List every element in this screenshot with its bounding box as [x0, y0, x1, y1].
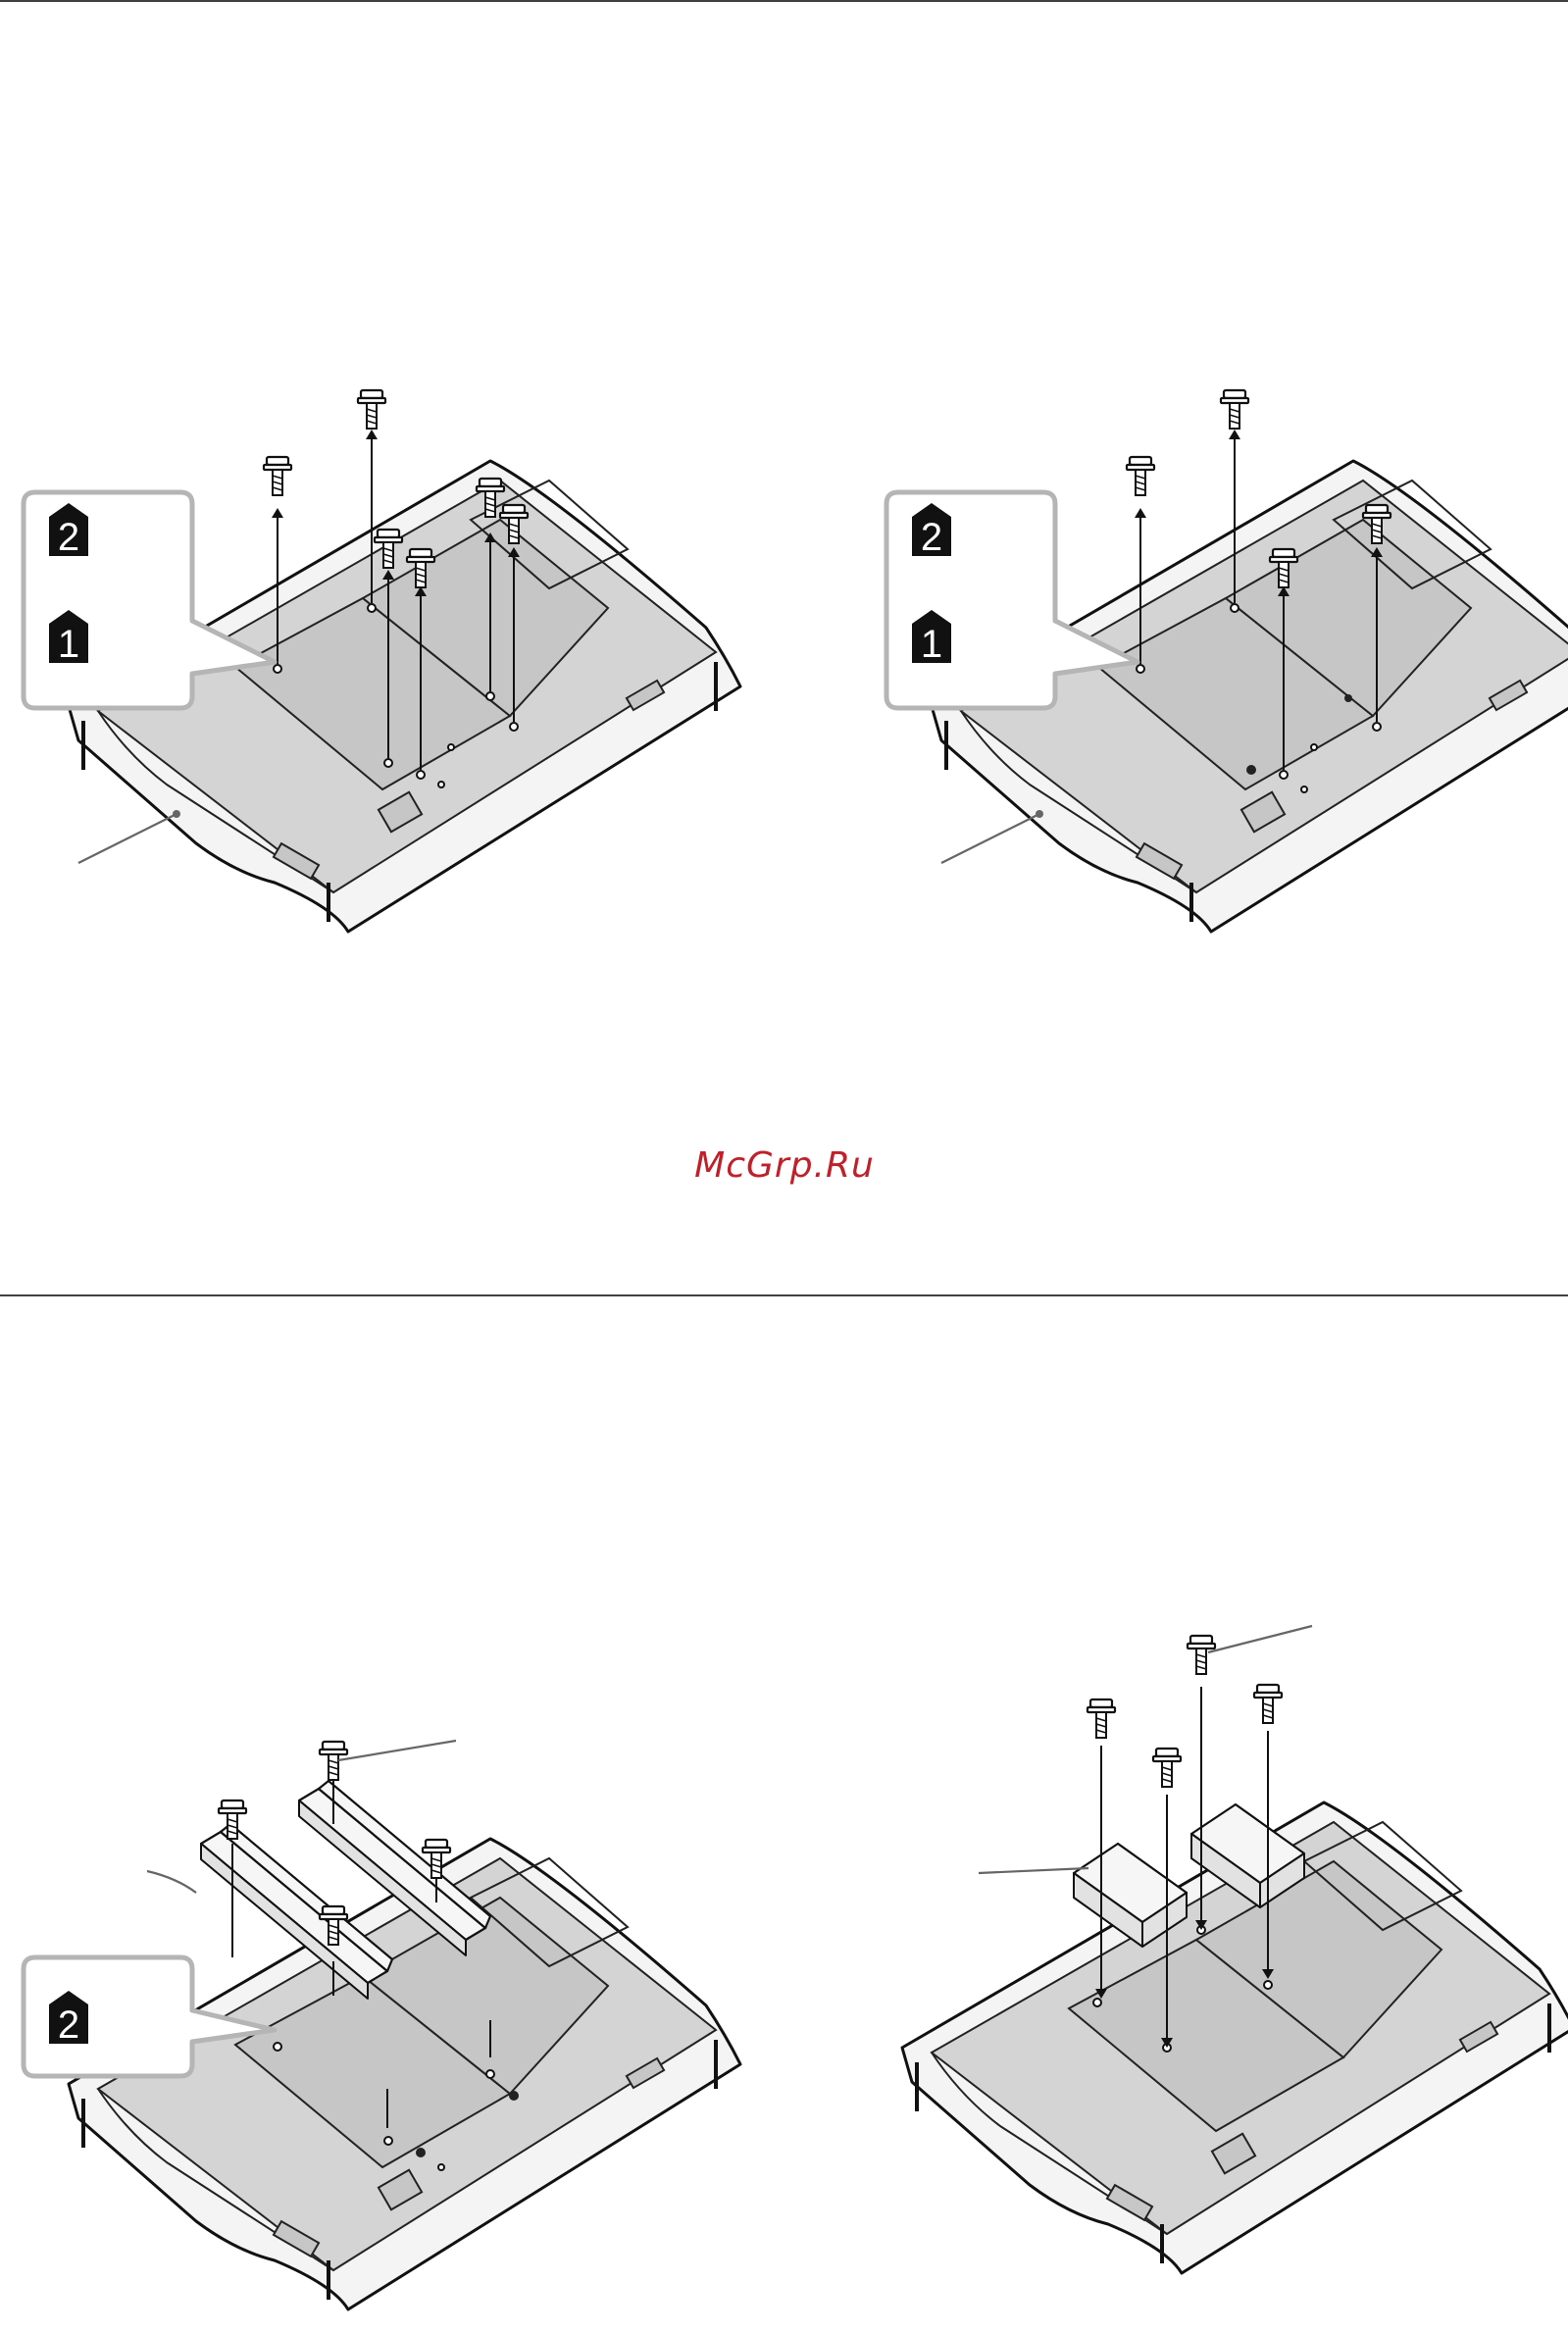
screw-icon	[264, 457, 291, 495]
screw-icon	[1087, 1699, 1115, 1738]
screw-icon	[1188, 1636, 1215, 1674]
screw-icon	[1153, 1749, 1181, 1787]
step-badge-label: 2	[58, 2003, 79, 2047]
step-badge-label: 1	[921, 623, 942, 666]
step-badge-label: 2	[58, 516, 79, 559]
step-badge-label: 1	[58, 623, 79, 666]
screw-icon	[320, 1742, 347, 1780]
screw-icon	[1221, 390, 1248, 429]
screw-icon	[1254, 1685, 1282, 1723]
screw-icon	[1127, 457, 1154, 495]
watermark-text: McGrp.Ru	[694, 1145, 875, 1186]
screw-icon	[358, 390, 385, 429]
step-badge-label: 2	[921, 516, 942, 559]
